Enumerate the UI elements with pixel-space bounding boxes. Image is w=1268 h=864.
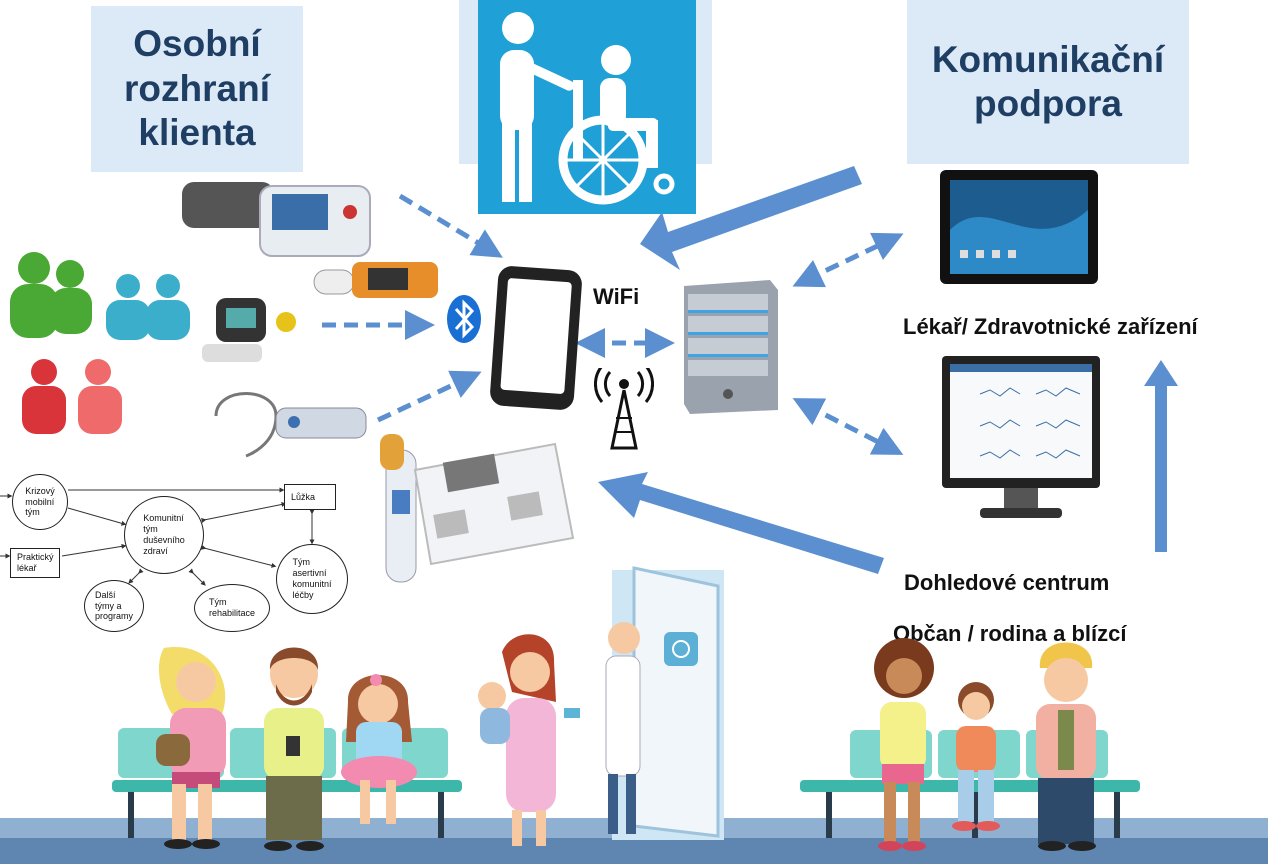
node-rehab-team: Tým rehabilitace [194,584,270,632]
client-interface-title-box: Osobní rozhraní klienta [91,6,303,172]
arrow-server-monitor [792,398,904,455]
family-icons [10,252,190,434]
arrow-server-tablet [792,232,904,288]
woman-curly-hair-figure [874,638,934,851]
citizen-family-label: Občan / rodina a blízcí [893,621,1127,646]
server-icon [684,280,778,414]
client-interface-title: Osobní rozhraní klienta [124,23,270,154]
node-community-team: Komunitní tým duševního zdraví [124,496,204,574]
arrow-monitoring-to-doctor [1144,360,1178,552]
monitor-icon [942,356,1100,518]
doctor-at-door-figure [605,566,724,840]
monitoring-center-label: Dohledové centrum [904,570,1110,595]
doctor-label: Lékař/ Zdravotnické zařízení [903,314,1198,339]
arrow-devices-to-phone [376,370,482,423]
arrow-bp-to-phone [398,193,503,258]
woman-with-bag-figure [156,647,226,849]
arrow-monitoring-to-scale [598,472,884,574]
team-diagram-connectors [0,487,315,586]
communication-support-title: Komunikační podpora [931,38,1165,124]
node-crisis-team: Krizový mobilní tým [12,474,68,530]
arrow-comm-to-server [640,166,862,270]
wifi-label: WiFi [593,284,640,309]
thermometer-icon [380,434,417,583]
mother-with-child-figure [478,634,580,846]
antenna-icon [594,368,654,450]
blond-man-figure [1036,642,1096,851]
blood-pressure-monitor-icon [182,182,371,257]
smartphone-icon [490,266,582,410]
glucose-meter-icon [214,392,367,458]
girl-figure [341,674,417,824]
tablet-icon [940,170,1098,284]
node-act-team: Tým asertivní komunitní léčby [276,544,348,614]
pulse-oximeter-icon [202,298,296,362]
communication-support-title-box: Komunikační podpora [907,0,1189,164]
body-scale-icon [413,442,575,566]
team-diagram: Krizový mobilní tým Praktický lékař Komu… [0,466,360,636]
node-beds: Lůžka [284,484,336,510]
node-general-practitioner: Praktický lékař [10,548,60,578]
node-other-teams: Další týmy a programy [84,580,144,632]
man-with-phone-figure [264,647,324,851]
bluetooth-icon [447,295,481,343]
boy-figure [952,682,1000,831]
wheelchair-icon [478,0,696,214]
spirometer-icon [313,262,438,298]
